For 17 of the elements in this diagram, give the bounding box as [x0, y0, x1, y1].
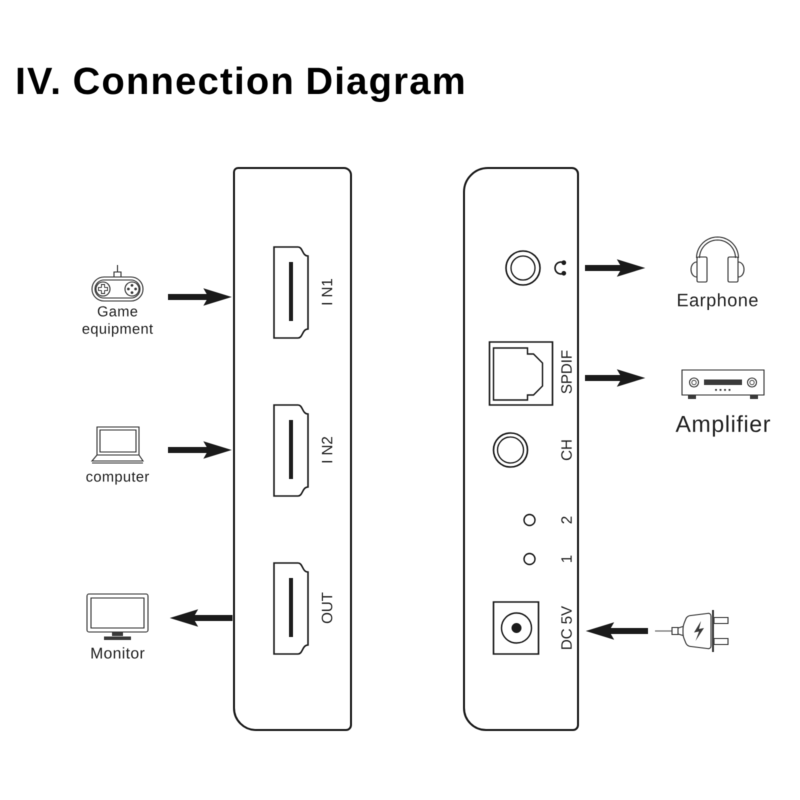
port-label: SPDIF	[561, 350, 572, 394]
device-label: Monitor	[92, 647, 144, 659]
port-label: OUT	[322, 592, 332, 624]
port-label: DC 5V	[561, 606, 572, 649]
device-panel	[233, 167, 352, 731]
title: IV. Connection Diagram	[18, 66, 464, 102]
port-label: CH	[561, 440, 572, 460]
device-label: Earphone	[678, 293, 758, 310]
port-label: 2	[561, 516, 572, 524]
device-label: Game equipment	[82, 306, 153, 337]
port-label: I N2	[322, 437, 332, 462]
port-label: I N1	[322, 279, 332, 304]
port-label: 1	[561, 556, 572, 562]
device-label: Amplifier	[676, 415, 770, 437]
device-panel	[463, 167, 579, 731]
device-label: computer	[86, 472, 149, 485]
plug-icon	[655, 610, 729, 652]
